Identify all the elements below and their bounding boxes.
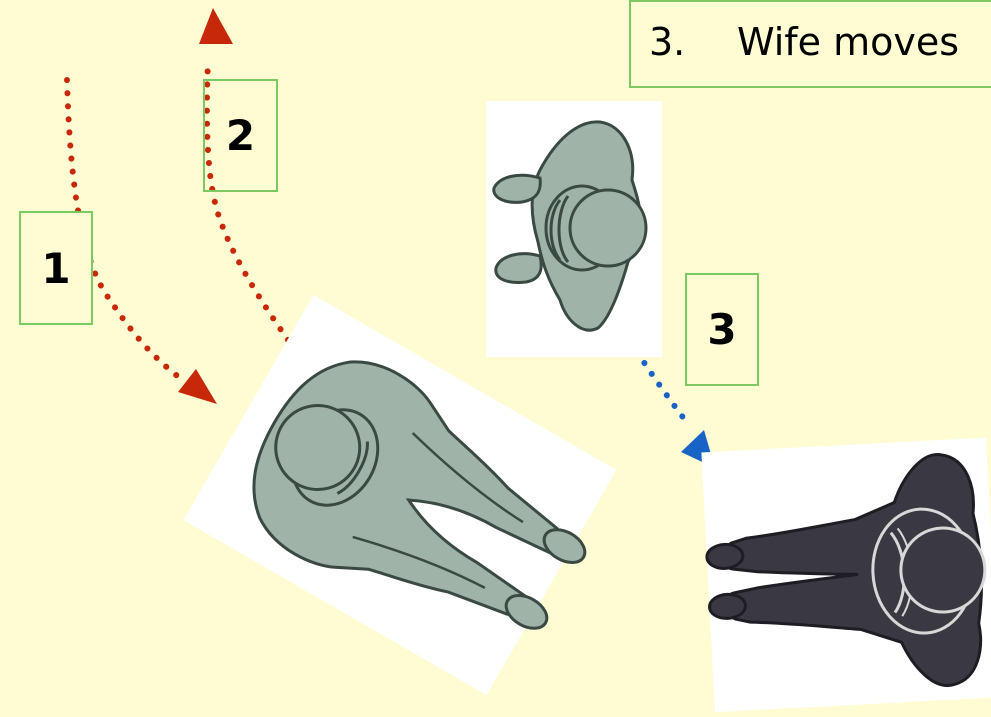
- step-1-arrow: [64, 77, 217, 404]
- step-3-label: 3: [685, 273, 759, 386]
- step-1-label: 1: [19, 211, 93, 325]
- step-1-number: 1: [41, 243, 71, 293]
- wife-figure-start: [486, 101, 662, 357]
- husband-figure: [183, 294, 617, 696]
- step-2-number: 2: [225, 111, 256, 160]
- caption-box: 3. Wife moves: [629, 0, 991, 88]
- step-2-arrow: [199, 8, 291, 343]
- caption-text: Wife moves: [737, 20, 960, 64]
- caption-number: 3.: [649, 20, 686, 64]
- step-2-label: 2: [203, 79, 278, 192]
- wife-figure-end: [701, 437, 991, 713]
- step-3-number: 3: [707, 305, 737, 354]
